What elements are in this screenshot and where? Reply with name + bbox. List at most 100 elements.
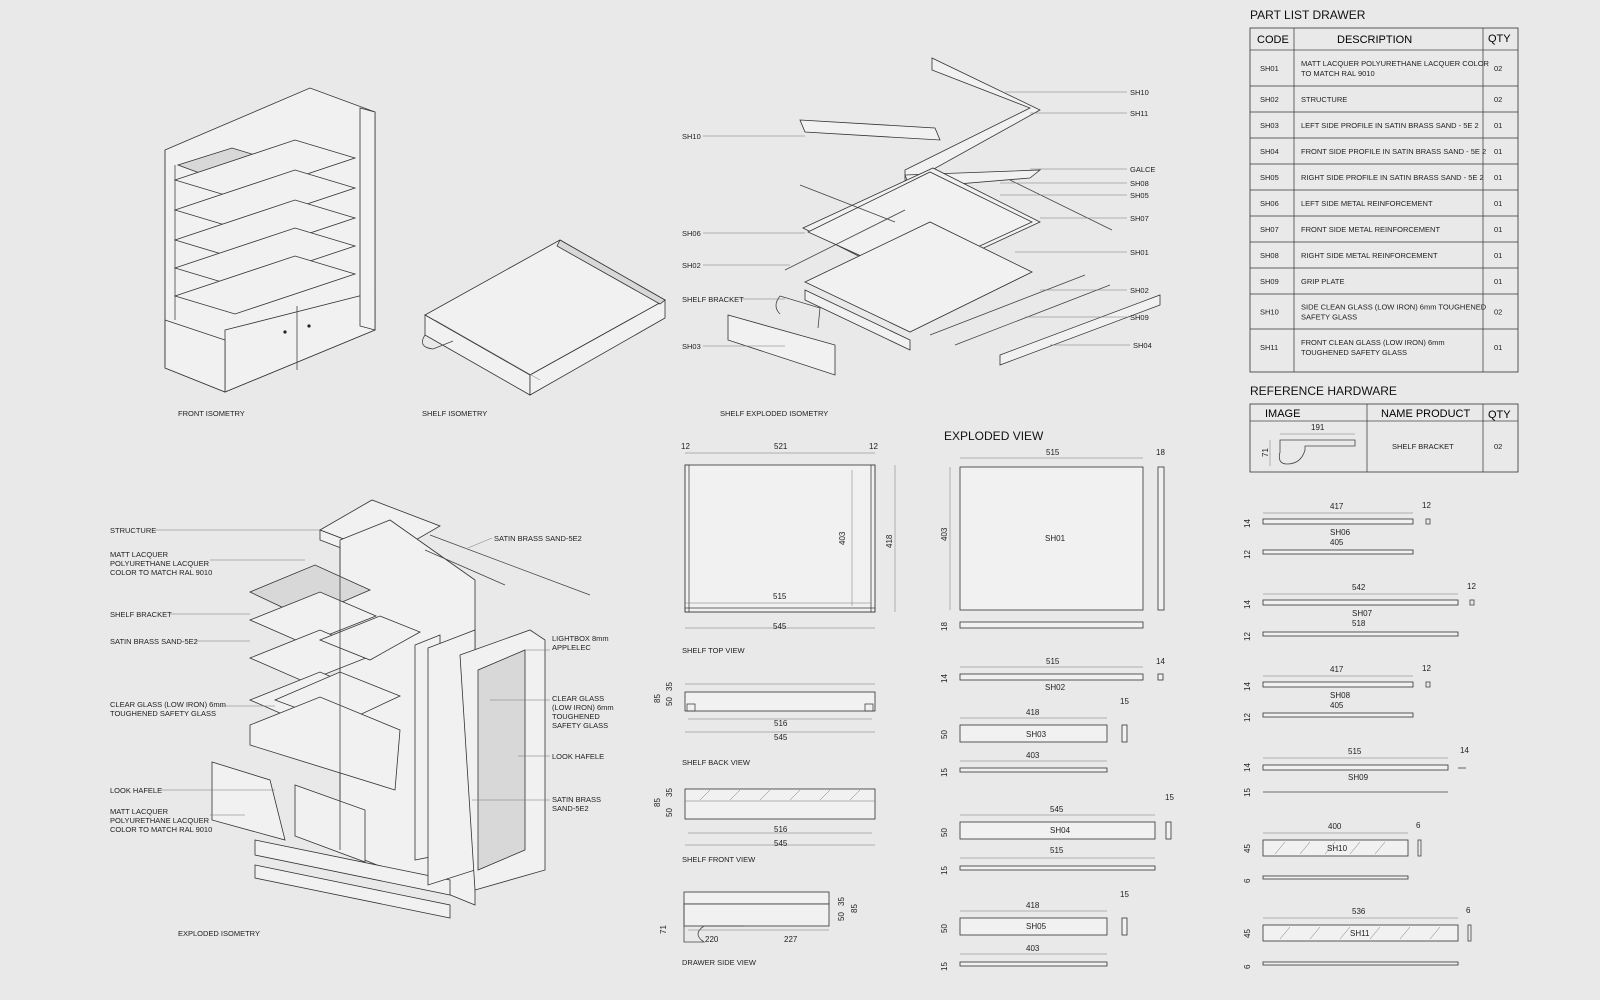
dim-sh10-6b: 6: [1243, 878, 1252, 883]
part-list-table: PART LIST DRAWER CODE DESCRIPTION QTY SH…: [1249, 8, 1519, 373]
part-qty-sh06: 01: [1494, 199, 1502, 208]
part-desc-sh09: GRIP PLATE: [1301, 277, 1345, 286]
part-desc-sh03: LEFT SIDE PROFILE IN SATIN BRASS SAND - …: [1301, 121, 1479, 130]
callout-safety-glass: TOUGHENED SAFETY GLASS: [110, 709, 216, 718]
ev-sh02: 515 14 14 SH02: [940, 657, 1165, 692]
callout-toughened-right: TOUGHENED: [552, 712, 600, 721]
part-desc-sh01: TO MATCH RAL 9010: [1301, 69, 1375, 78]
dim-front-545: 545: [774, 839, 788, 848]
label-sh10: SH10: [1327, 844, 1348, 853]
label-sh01: SH01: [1045, 534, 1066, 543]
part-qty-sh04: 01: [1494, 147, 1502, 156]
part-code-sh08: SH08: [1260, 251, 1279, 260]
dim-sh07-542: 542: [1352, 583, 1366, 592]
dim-sh06-12: 12: [1422, 501, 1431, 510]
part-sh07-detail: 542 12 14 SH07 518 12: [1243, 582, 1476, 641]
callout-sh07: SH07: [1130, 214, 1149, 223]
callout-polyurethane-lacquer-1: POLYURETHANE LACQUER: [110, 559, 210, 568]
part-list-title: PART LIST DRAWER: [1250, 8, 1366, 22]
dim-sh03-403: 403: [1026, 751, 1040, 760]
callout-sh02-right: SH02: [1130, 286, 1149, 295]
dim-sh11-6b: 6: [1243, 964, 1252, 969]
part-qty-sh11: 01: [1494, 343, 1502, 352]
hardware-dim-191: 191: [1311, 423, 1325, 432]
dim-sh06-417: 417: [1330, 502, 1344, 511]
dim-sh10-6: 6: [1416, 821, 1421, 830]
part-qty-sh03: 01: [1494, 121, 1502, 130]
dim-sh01-18: 18: [1156, 448, 1165, 457]
dim-drawer-35: 35: [837, 897, 846, 906]
dim-front-50: 50: [665, 808, 674, 817]
dim-sh03-418: 418: [1026, 708, 1040, 717]
callout-look-hafele-right: LOOK HAFELE: [552, 752, 604, 761]
callout-sh01: SH01: [1130, 248, 1149, 257]
exploded-isometry-callouts-right: SATIN BRASS SAND-5E2 LIGHTBOX 8mm APPLEL…: [467, 534, 614, 813]
part-desc-sh11: FRONT CLEAN GLASS (LOW IRON) 6mm: [1301, 338, 1445, 347]
caption-front-isometry: FRONT ISOMETRY: [178, 409, 245, 418]
dim-sh07-518: 518: [1352, 619, 1366, 628]
callout-lightbox: LIGHTBOX 8mm: [552, 634, 609, 643]
dim-sh07-14: 14: [1243, 600, 1252, 609]
dim-sh09-15: 15: [1243, 788, 1252, 797]
callout-sh03-left: SH03: [682, 342, 701, 351]
dim-drawer-71: 71: [659, 925, 668, 934]
part-sh08-detail: 417 12 14 SH08 405 12: [1243, 664, 1431, 722]
callout-applelec: APPLELEC: [552, 643, 591, 652]
dim-sh08-417: 417: [1330, 665, 1344, 674]
dim-back-545: 545: [774, 733, 788, 742]
exploded-view-title: EXPLODED VIEW: [944, 429, 1044, 443]
part-code-sh04: SH04: [1260, 147, 1279, 156]
part-code-sh11: SH11: [1260, 343, 1278, 352]
hardware-title: REFERENCE HARDWARE: [1250, 384, 1397, 398]
label-sh08: SH08: [1330, 691, 1351, 700]
dim-sh06-14: 14: [1243, 519, 1252, 528]
part-list-header-code: CODE: [1257, 34, 1289, 46]
part-qty-sh10: 02: [1494, 308, 1502, 317]
callout-ral-9010-2: COLOR TO MATCH RAL 9010: [110, 825, 212, 834]
callout-sh05: SH05: [1130, 191, 1149, 200]
part-qty-sh02: 02: [1494, 95, 1502, 104]
caption-exploded-isometry: EXPLODED ISOMETRY: [178, 929, 260, 938]
shelf-top-view-drawing: [684, 452, 896, 629]
label-sh02: SH02: [1045, 683, 1066, 692]
part-code-sh01: SH01: [1260, 64, 1279, 73]
dim-top-515: 515: [773, 592, 787, 601]
label-sh05: SH05: [1026, 922, 1047, 931]
part-code-sh09: SH09: [1260, 277, 1279, 286]
dim-sh03-50: 50: [940, 730, 949, 739]
caption-shelf-exploded-isometry: SHELF EXPLODED ISOMETRY: [720, 409, 828, 418]
dim-top-521: 521: [774, 442, 788, 451]
dim-top-403: 403: [838, 531, 847, 545]
front-isometry-drawing: [164, 87, 376, 393]
shelf-back-view-drawing: [684, 683, 876, 733]
ev-sh04: 545 15 50 SH04 515 15: [940, 793, 1174, 875]
shelf-front-view-drawing: [684, 788, 876, 846]
callout-structure: STRUCTURE: [110, 526, 156, 535]
part-sh11-detail: 536 6 45 SH11 6: [1243, 906, 1472, 969]
callout-clear-glass-right: CLEAR GLASS: [552, 694, 604, 703]
dim-sh03-15-left: 15: [940, 768, 949, 777]
dim-sh07-12: 12: [1467, 582, 1476, 591]
dim-sh06-12b: 12: [1243, 550, 1252, 559]
dim-drawer-220: 220: [705, 935, 719, 944]
dim-sh08-12: 12: [1422, 664, 1431, 673]
part-code-sh10: SH10: [1260, 308, 1279, 317]
dim-sh06-405: 405: [1330, 538, 1344, 547]
dim-sh10-400: 400: [1328, 822, 1342, 831]
part-qty-sh09: 01: [1494, 277, 1502, 286]
shelf-back-view-dims: 85 50 35 516 545: [653, 682, 788, 742]
part-qty-sh01: 02: [1494, 64, 1502, 73]
dim-drawer-50: 50: [837, 912, 846, 921]
part-desc-sh08: RIGHT SIDE METAL REINFORCEMENT: [1301, 251, 1438, 260]
dim-front-516: 516: [774, 825, 788, 834]
callout-polyurethane-lacquer-2: POLYURETHANE LACQUER: [110, 816, 210, 825]
dim-sh09-515: 515: [1348, 747, 1362, 756]
callout-ral-9010-1: COLOR TO MATCH RAL 9010: [110, 568, 212, 577]
dim-sh05-418: 418: [1026, 901, 1040, 910]
dim-sh08-405: 405: [1330, 701, 1344, 710]
dim-top-12-left: 12: [681, 442, 690, 451]
part-sh10-detail: 400 6 45 SH10 6: [1243, 821, 1422, 883]
dim-sh04-545: 545: [1050, 805, 1064, 814]
part-code-sh06: SH06: [1260, 199, 1279, 208]
